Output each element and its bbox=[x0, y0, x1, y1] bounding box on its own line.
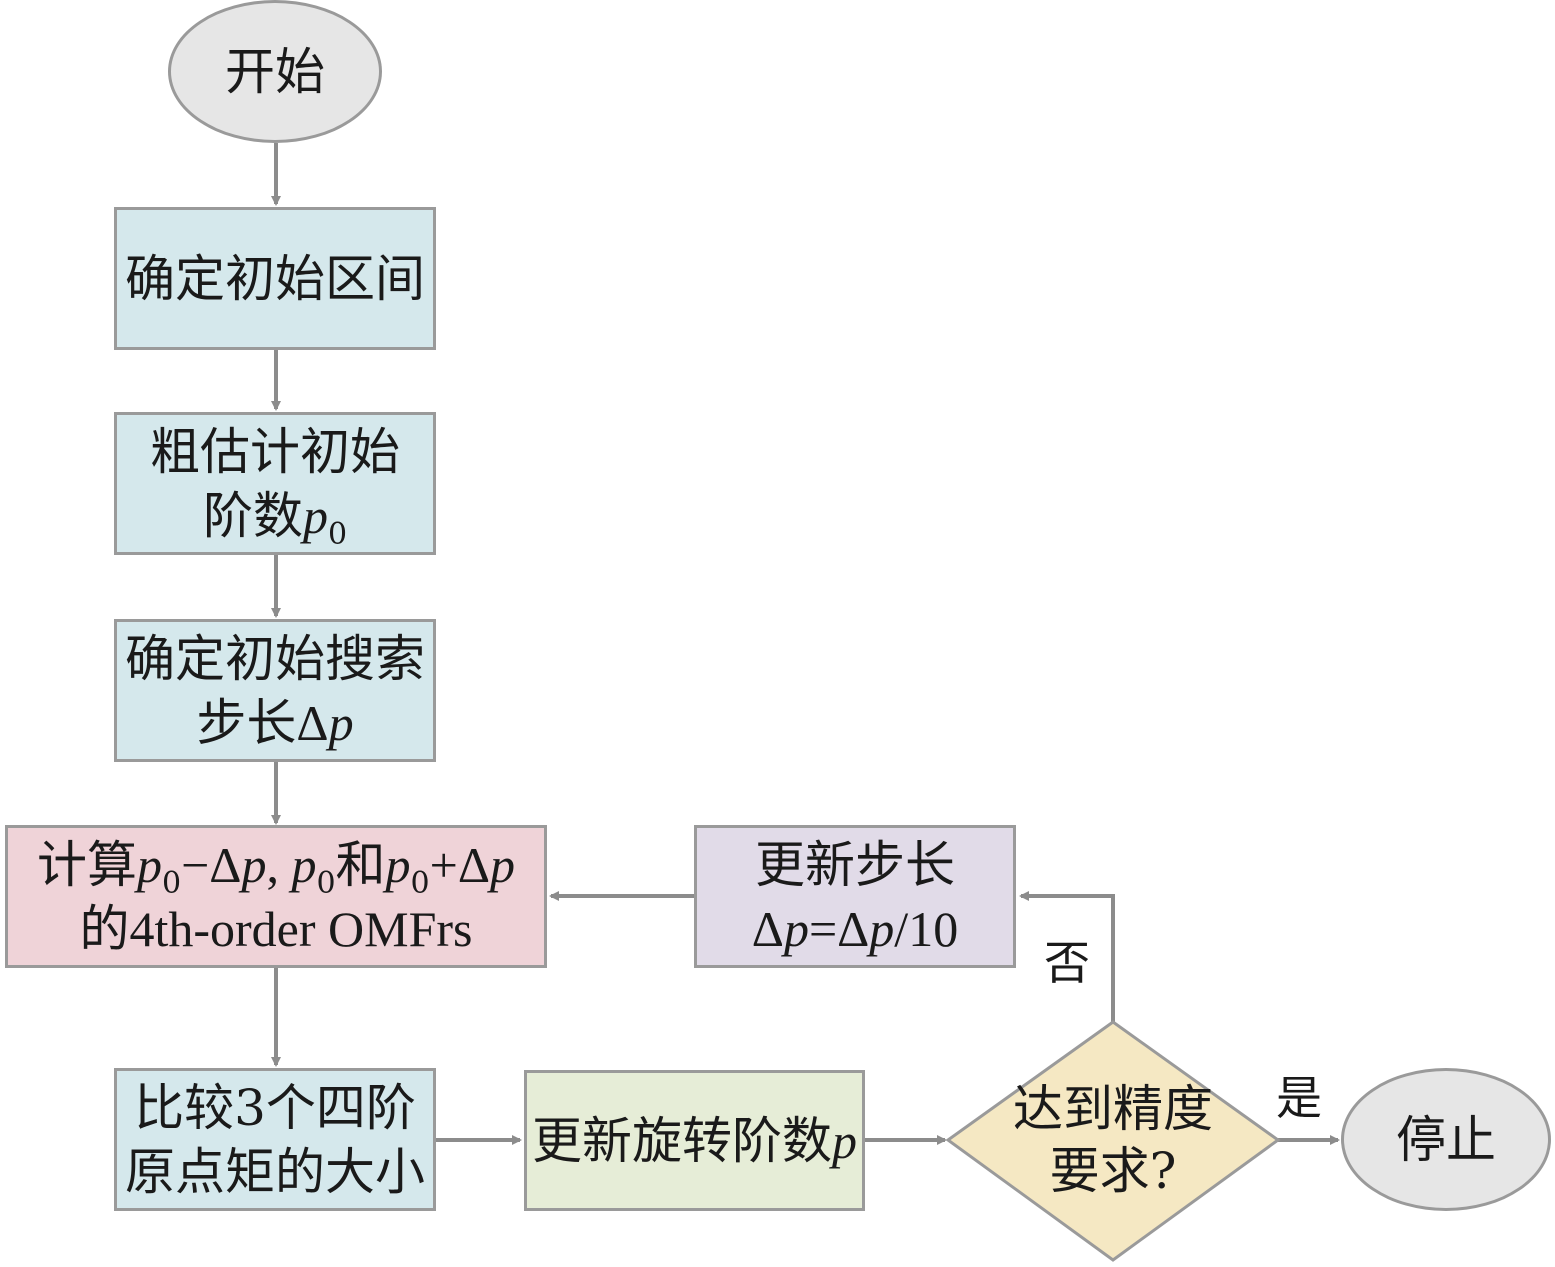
estimate-order-text: 阶数 bbox=[202, 486, 303, 545]
subscript-0: 0 bbox=[162, 865, 182, 901]
estimate-order-box: 粗估计初始 阶数p0 bbox=[114, 412, 436, 555]
no-label: 否 bbox=[1044, 936, 1090, 990]
update-order-box: 更新旋转阶数p bbox=[524, 1070, 865, 1211]
compare-box: 比较3个四阶 原点矩的大小 bbox=[114, 1068, 436, 1211]
subscript-0: 0 bbox=[327, 516, 348, 552]
compute-prefix: 计算 bbox=[37, 835, 137, 894]
divide-ten: /10 bbox=[894, 900, 959, 957]
var-p: p bbox=[241, 836, 267, 893]
compute-line1: 计算p0−Δp, p0和p0+Δp bbox=[37, 833, 515, 899]
equals-delta: =Δ bbox=[808, 900, 870, 957]
update-order-line: 更新旋转阶数p bbox=[532, 1109, 857, 1173]
var-p: p bbox=[291, 836, 317, 893]
precision-line2: 要求? bbox=[1049, 1142, 1177, 1200]
precision-diamond-shape bbox=[945, 1020, 1281, 1262]
update-step-line2: Δp=Δp/10 bbox=[752, 897, 958, 961]
stop-terminal: 停止 bbox=[1341, 1068, 1551, 1211]
start-terminal: 开始 bbox=[168, 0, 382, 143]
determine-interval-box: 确定初始区间 bbox=[114, 207, 436, 350]
subscript-0: 0 bbox=[410, 865, 430, 901]
start-label: 开始 bbox=[225, 42, 325, 101]
var-p: p bbox=[328, 694, 354, 751]
var-p: p bbox=[490, 836, 515, 893]
subscript-0: 0 bbox=[316, 865, 336, 901]
update-step-box: 更新步长 Δp=Δp/10 bbox=[694, 825, 1016, 968]
initial-step-line1: 确定初始搜索 bbox=[125, 629, 425, 688]
estimate-order-line1: 粗估计初始 bbox=[150, 422, 400, 481]
stop-label: 停止 bbox=[1396, 1110, 1496, 1169]
var-p: p bbox=[385, 836, 411, 893]
delta-symbol: Δ bbox=[751, 900, 784, 957]
update-order-text: 更新旋转阶数 bbox=[532, 1111, 832, 1170]
var-p: p bbox=[137, 836, 162, 893]
plus-delta: +Δ bbox=[429, 836, 490, 893]
comma: , bbox=[266, 836, 292, 893]
compute-line2: 的4th-order OMFrs bbox=[79, 900, 473, 957]
initial-step-text: 步长 bbox=[196, 693, 297, 752]
and-text: 和 bbox=[335, 835, 386, 894]
var-p: p bbox=[832, 1112, 857, 1169]
precision-line1: 达到精度 bbox=[1013, 1080, 1213, 1138]
initial-step-box: 确定初始搜索 步长Δp bbox=[114, 619, 436, 762]
var-p: p bbox=[302, 487, 328, 544]
precision-decision: 达到精度 要求? bbox=[958, 1075, 1268, 1205]
determine-interval-label: 确定初始区间 bbox=[125, 249, 425, 308]
estimate-order-line2: 阶数p0 bbox=[202, 484, 347, 550]
compute-omfrs-box: 计算p0−Δp, p0和p0+Δp 的4th-order OMFrs bbox=[5, 825, 547, 968]
initial-step-line2: 步长Δp bbox=[196, 691, 353, 755]
var-p: p bbox=[869, 900, 895, 957]
minus-delta: −Δ bbox=[181, 836, 242, 893]
yes-label: 是 bbox=[1276, 1071, 1322, 1125]
arrow-precision-to-update-step bbox=[1019, 891, 1115, 1022]
update-step-line1: 更新步长 bbox=[755, 835, 955, 894]
compare-line2: 原点矩的大小 bbox=[125, 1142, 425, 1201]
delta-symbol: Δ bbox=[296, 694, 329, 751]
compare-line1: 比较3个四阶 bbox=[134, 1078, 416, 1137]
var-p: p bbox=[783, 900, 809, 957]
